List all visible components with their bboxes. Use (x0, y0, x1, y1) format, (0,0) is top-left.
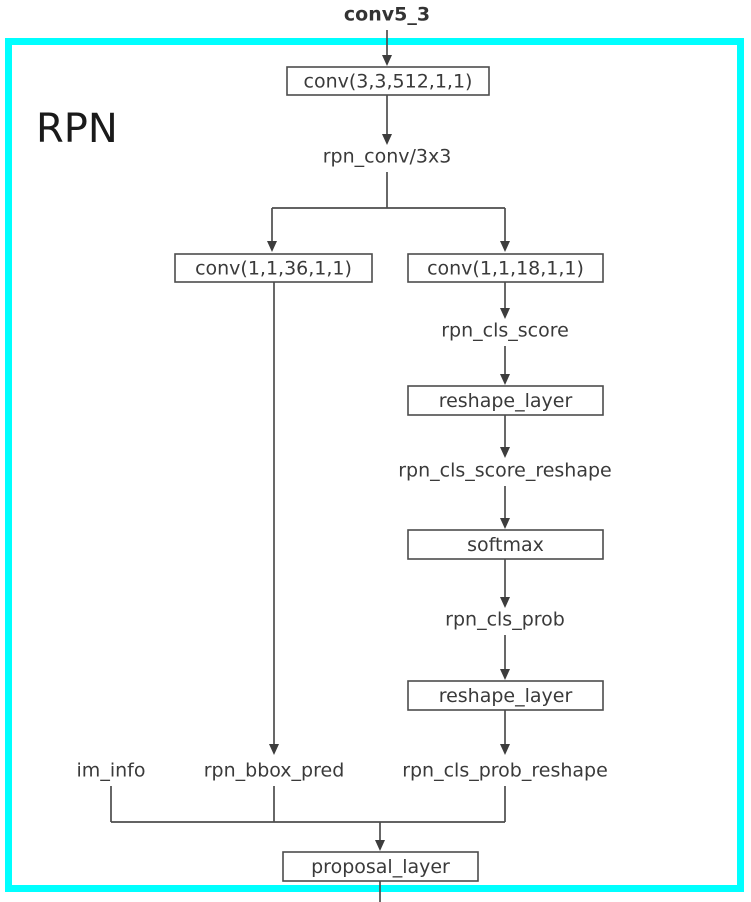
layer-node-reshape1[interactable]: reshape_layer (407, 385, 604, 416)
edge-e-conv36-to-rpn_bbox_pred (269, 282, 279, 755)
blob-label-rpn_cls_prob_reshape: rpn_cls_prob_reshape (402, 760, 608, 782)
blob-label-im_info: im_info (77, 760, 146, 782)
edge-line (110, 786, 506, 845)
node-box-label: conv(1,1,18,1,1) (427, 258, 584, 280)
node-box-rect (407, 680, 604, 711)
arrowhead-icon (500, 597, 510, 608)
edge-e-rpn_cls_score_reshape-to-softmax (500, 486, 510, 529)
arrowhead-icon (500, 374, 510, 385)
node-box-rect (407, 253, 604, 283)
blob-label-rpn_cls_prob: rpn_cls_prob (445, 609, 565, 631)
rpn-group-frame (5, 38, 744, 892)
arrowhead-icon (500, 669, 510, 680)
layer-node-conv18[interactable]: conv(1,1,18,1,1) (407, 253, 604, 283)
edge-e-conv18-to-rpn_cls_score (500, 282, 510, 319)
node-box-label: reshape_layer (439, 685, 573, 707)
edge-e-split-to-conv36 (267, 208, 277, 252)
blob-label-rpn_conv: rpn_conv/3x3 (323, 146, 452, 168)
layer-node-conv3[interactable]: conv(3,3,512,1,1) (286, 66, 490, 96)
node-box-label: conv(3,3,512,1,1) (304, 71, 473, 93)
blob-label-rpn_bbox_pred: rpn_bbox_pred (204, 760, 345, 782)
node-box-rect (282, 851, 479, 882)
edge-e-softmax-to-rpn_cls_prob (500, 559, 510, 608)
edge-e-rpn_conv-split (272, 172, 505, 209)
node-box-label: proposal_layer (311, 856, 450, 878)
node-box-rect (407, 529, 604, 560)
arrowhead-icon (500, 744, 510, 755)
layer-nodes-layer: conv(3,3,512,1,1) conv(1,1,36,1,1) conv(1,… (174, 66, 604, 882)
node-box-rect (407, 385, 604, 416)
blob-labels-layer: conv5_3 rpn_conv/3x3 rpn_cls_score rpn_cls_… (77, 4, 612, 782)
arrowhead-icon (267, 241, 277, 252)
arrowhead-icon (375, 840, 385, 851)
arrowhead-icon (500, 308, 510, 319)
edge-e-conv3-to-rpn_conv (382, 95, 392, 145)
rpn-group-border (5, 38, 744, 892)
edge-e-rpn_cls_score-to-reshape1 (500, 346, 510, 385)
arrowhead-icon (269, 744, 279, 755)
arrowhead-icon (500, 447, 510, 458)
node-box-label: conv(1,1,36,1,1) (195, 258, 352, 280)
edge-e-rpn_cls_prob-to-reshape2 (500, 635, 510, 680)
layer-node-softmax[interactable]: softmax (407, 529, 604, 560)
arrowhead-icon (500, 241, 510, 252)
blob-label-rpn_cls_score: rpn_cls_score (441, 320, 569, 342)
node-box-rect (174, 253, 373, 283)
arrowhead-icon (382, 134, 392, 145)
node-box-rect (286, 66, 490, 96)
blob-label-conv5_3: conv5_3 (344, 4, 430, 26)
edge-e-split-to-conv18 (500, 208, 510, 252)
node-box-label: reshape_layer (439, 390, 573, 412)
layer-node-proposal[interactable]: proposal_layer (282, 851, 479, 882)
layer-node-conv36[interactable]: conv(1,1,36,1,1) (174, 253, 373, 283)
node-box-label: softmax (467, 534, 544, 556)
rpn-group-label: RPN (36, 106, 118, 152)
blob-label-rpn_cls_score_reshape: rpn_cls_score_reshape (398, 460, 612, 482)
edges-layer (110, 30, 510, 902)
edge-e-reshape1-to-rpn_cls_score_reshape (500, 415, 510, 458)
edge-e-reshape2-to-rpn_cls_prob_reshape (500, 710, 510, 755)
edge-e-conv5_3-to-conv3 (382, 30, 392, 66)
layer-node-reshape2[interactable]: reshape_layer (407, 680, 604, 711)
arrowhead-icon (382, 55, 392, 66)
edge-line (272, 172, 505, 209)
arrowhead-icon (500, 518, 510, 529)
edge-e-merge-to-proposal (110, 786, 506, 851)
